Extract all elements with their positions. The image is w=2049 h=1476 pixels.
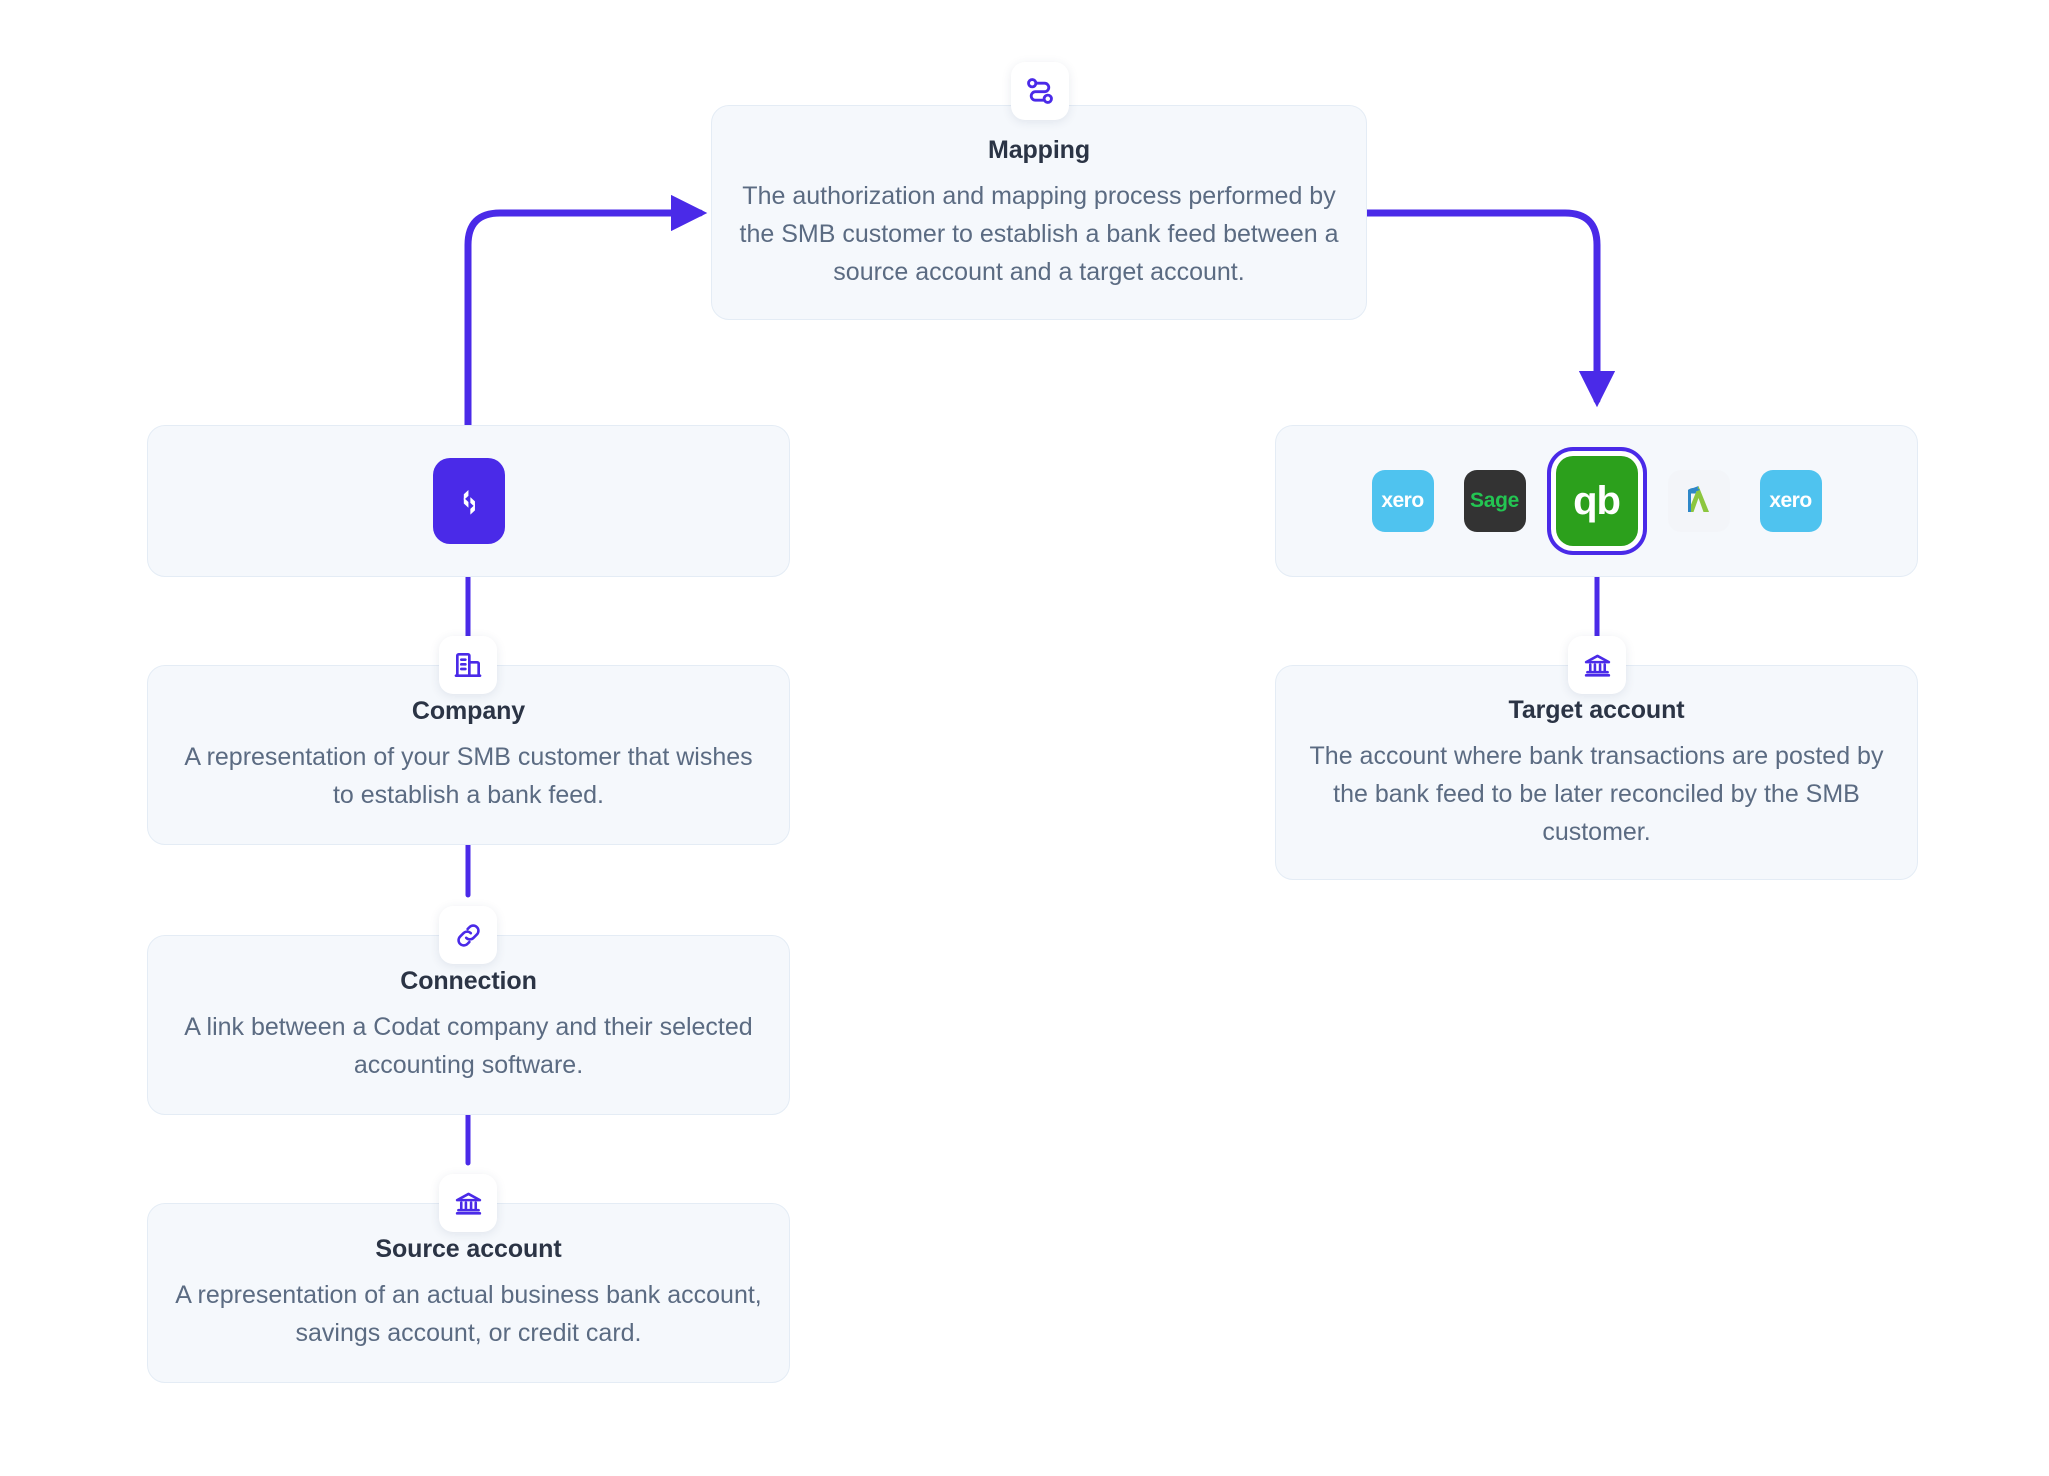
platform-logo-row: xero Sage qb xero: [1371, 456, 1822, 546]
mapping-title: Mapping: [987, 135, 1091, 164]
bank-icon: [1582, 650, 1613, 681]
codat-logo: [432, 458, 505, 544]
xero-wordmark: xero: [1381, 489, 1424, 513]
bank-icon-chip-source: [439, 1174, 497, 1232]
mapping-description: The authorization and mapping process pe…: [739, 181, 1339, 286]
source-account-title: Source account: [375, 1235, 562, 1263]
target-account-card: Target account The account where bank tr…: [1275, 665, 1918, 880]
platform-logo-xero-2[interactable]: xero: [1759, 470, 1822, 532]
connector-codat-to-mapping: [464, 194, 708, 429]
connection-card: Connection A link between a Codat compan…: [147, 935, 790, 1115]
link-icon-chip: [439, 906, 497, 964]
source-account-description: A representation of an actual business b…: [175, 1281, 762, 1347]
bank-icon: [453, 1188, 484, 1219]
platform-logo-xero[interactable]: xero: [1371, 470, 1434, 532]
company-card: Company A representation of your SMB cus…: [147, 665, 790, 845]
target-account-title: Target account: [1508, 695, 1685, 724]
connection-title: Connection: [400, 967, 537, 995]
building-icon: [452, 649, 484, 681]
platform-logo-quickbooks[interactable]: qb: [1555, 456, 1638, 546]
link-icon: [453, 920, 484, 951]
target-account-description: The account where bank transactions are …: [1309, 741, 1884, 846]
platform-card: xero Sage qb xero: [1275, 425, 1918, 577]
connection-description: A link between a Codat company and their…: [184, 1013, 753, 1079]
company-description: A representation of your SMB customer th…: [184, 743, 753, 809]
platform-logo-sage[interactable]: Sage: [1463, 470, 1526, 532]
route-icon: [1023, 74, 1057, 108]
route-icon-chip: [1011, 62, 1069, 120]
freeagent-mark: [1679, 479, 1719, 524]
quickbooks-wordmark: qb: [1573, 478, 1621, 523]
source-account-card: Source account A representation of an ac…: [147, 1203, 790, 1383]
company-title: Company: [411, 697, 526, 725]
platform-logo-freeagent[interactable]: [1667, 470, 1730, 532]
codat-card: [147, 425, 790, 577]
xero-wordmark-2: xero: [1769, 489, 1812, 513]
sage-wordmark: Sage: [1470, 489, 1519, 512]
connector-mapping-to-platform: [1363, 209, 1616, 408]
bank-icon-chip-target: [1568, 636, 1626, 694]
mapping-card: Mapping The authorization and mapping pr…: [711, 105, 1367, 320]
building-icon-chip: [439, 636, 497, 694]
